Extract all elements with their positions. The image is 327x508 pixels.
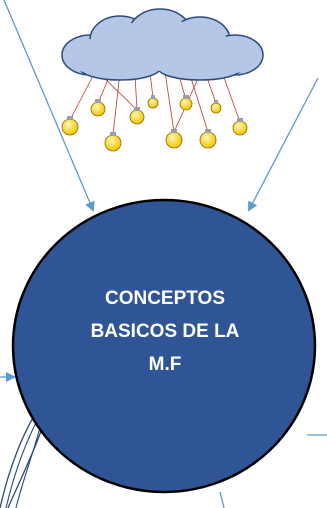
- central-node-line-3: M.F: [148, 354, 182, 375]
- lightbulb-icon: [90, 101, 106, 117]
- bulb-sockets: [67, 95, 243, 136]
- connector-bottom: [219, 491, 225, 508]
- lightbulb-icon: [61, 118, 79, 136]
- lightbulb-icon: [147, 97, 159, 109]
- lightbulb-icon: [129, 109, 145, 125]
- lightbulb-icon: [165, 131, 183, 149]
- central-node-circle: [11, 198, 317, 494]
- lightbulb-icon: [232, 120, 248, 136]
- lightbulbs: [61, 97, 248, 152]
- central-node-line-2: BASICOS DE LA: [90, 321, 240, 342]
- lightbulb-icon: [199, 131, 217, 149]
- arrow-from-top-left: [3, 0, 95, 212]
- lightbulb-icon: [179, 97, 193, 111]
- central-node-label: CONCEPTOS BASICOS DE LA M.F: [62, 282, 268, 381]
- arrow-from-top-right: [248, 77, 319, 212]
- lightbulb-icon: [104, 134, 122, 152]
- central-node-line-1: CONCEPTOS: [104, 288, 225, 309]
- cloud-fill-cover: [67, 14, 258, 76]
- lightbulb-icon: [210, 102, 222, 114]
- cloud-with-lightbulbs-icon: [61, 8, 264, 152]
